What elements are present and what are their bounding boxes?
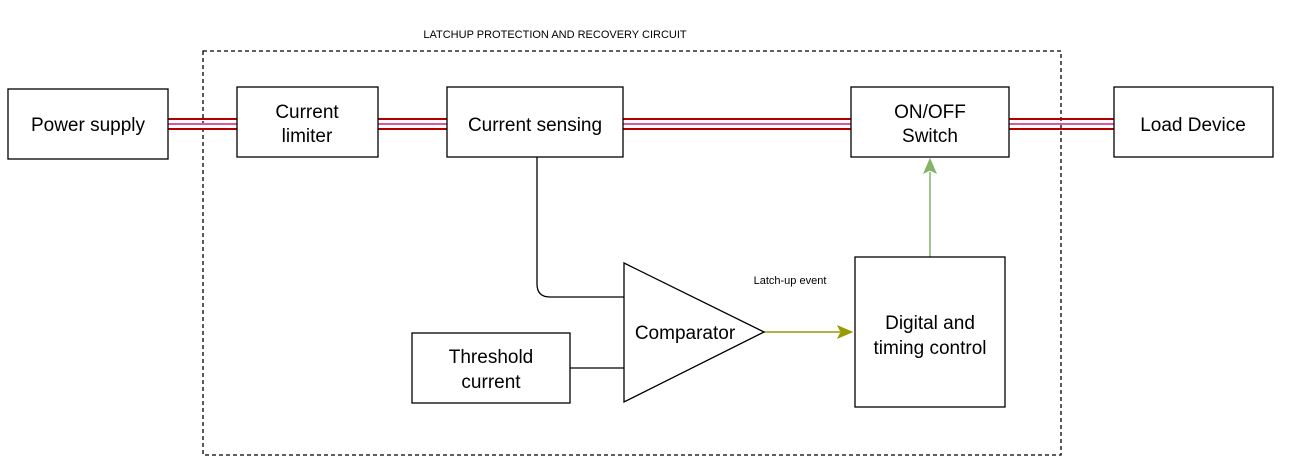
power-line-limiter-to-sensing [378,118,447,130]
load-device-label: Load Device [1140,115,1246,136]
power-line-switch-to-load [1009,118,1114,130]
group-title: LATCHUP PROTECTION AND RECOVERY CIRCUIT [423,29,687,41]
threshold-current-label-line1: Threshold [449,347,534,368]
sense-to-comparator-line [536,157,624,298]
comparator-block: Comparator [623,261,766,404]
control-to-switch-arrow [923,157,937,257]
on-off-switch-label-line2: Switch [902,126,958,147]
comparator-label: Comparator [635,323,736,344]
current-sensing-label: Current sensing [468,115,602,136]
current-limiter-label-line2: limiter [282,126,333,147]
current-sensing-block: Current sensing [446,86,624,158]
group-container [202,50,1062,456]
threshold-current-block: Threshold current [411,332,571,404]
latchup-event-arrow [764,325,854,339]
current-limiter-block: Current limiter [236,86,379,158]
power-line-supply-to-limiter [168,118,237,130]
power-supply-label: Power supply [31,115,146,136]
on-off-switch-block: ON/OFF Switch [850,86,1010,158]
on-off-switch-label-line1: ON/OFF [894,102,966,123]
digital-timing-label-line2: timing control [874,338,987,359]
digital-timing-label-line1: Digital and [885,313,975,334]
latchup-event-label: Latch-up event [754,275,827,287]
load-device-block: Load Device [1113,86,1274,158]
threshold-current-label-line2: current [461,372,521,393]
power-line-sensing-to-switch [623,118,851,130]
current-limiter-label-line1: Current [275,102,339,123]
digital-timing-control-block: Digital and timing control [854,256,1006,408]
power-supply-block: Power supply [7,88,169,160]
